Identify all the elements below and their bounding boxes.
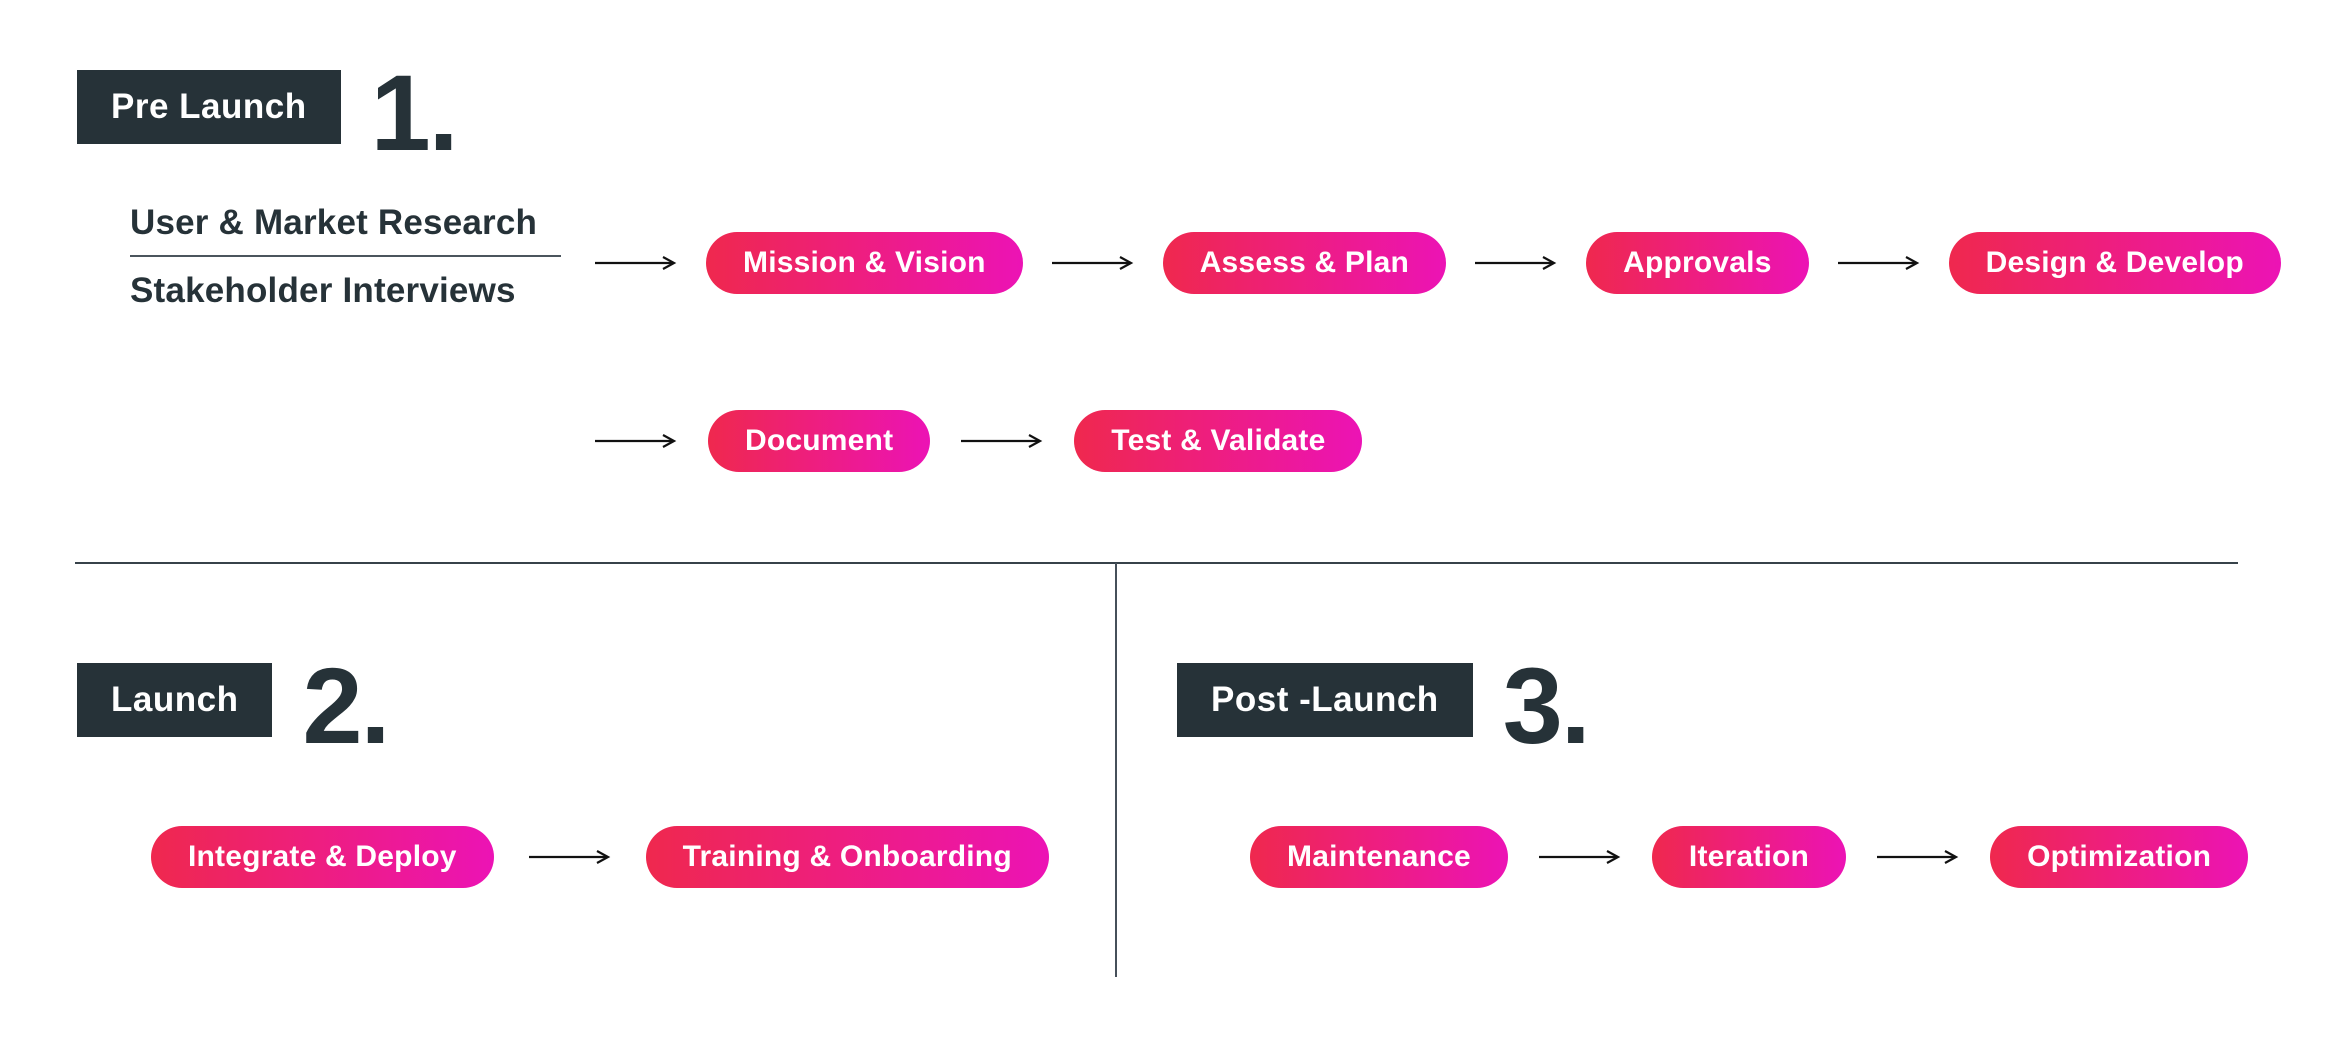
phase-header-launch: Launch 2. bbox=[77, 651, 391, 760]
step-pill-integrate-deploy: Integrate & Deploy bbox=[151, 826, 494, 888]
arrow-right-icon bbox=[594, 432, 678, 450]
phase-badge-pre-launch: Pre Launch bbox=[77, 70, 341, 145]
phase-number-2: 2. bbox=[302, 645, 390, 766]
launch-flow-row: Integrate & Deploy Training & Onboarding bbox=[151, 826, 1049, 888]
section-divider-horizontal bbox=[75, 562, 2238, 564]
research-divider-line bbox=[130, 255, 561, 257]
pre-launch-flow-row-2: Document Test & Validate bbox=[594, 410, 1363, 472]
step-pill-training-onboarding: Training & Onboarding bbox=[645, 826, 1049, 888]
arrow-right-icon bbox=[594, 254, 678, 272]
section-divider-vertical bbox=[1115, 563, 1117, 977]
arrow-right-icon bbox=[1474, 254, 1558, 272]
research-line-stakeholder: Stakeholder Interviews bbox=[130, 271, 516, 310]
phase-badge-launch: Launch bbox=[77, 663, 273, 738]
step-pill-iteration: Iteration bbox=[1651, 826, 1847, 888]
pre-launch-flow-row-1: Mission & Vision Assess & Plan Approvals… bbox=[594, 232, 2281, 294]
research-block: User & Market Research Stakeholder Inter… bbox=[130, 203, 561, 311]
step-pill-assess-plan: Assess & Plan bbox=[1162, 232, 1447, 294]
phase-number-3: 3. bbox=[1502, 645, 1591, 766]
arrow-right-icon bbox=[528, 848, 612, 866]
arrow-right-icon bbox=[1538, 848, 1622, 866]
arrow-right-icon bbox=[960, 432, 1044, 450]
step-pill-approvals: Approvals bbox=[1586, 232, 1809, 294]
step-pill-maintenance: Maintenance bbox=[1250, 826, 1508, 888]
step-pill-test-validate: Test & Validate bbox=[1074, 410, 1363, 472]
phase-number-1: 1. bbox=[370, 52, 459, 173]
arrow-right-icon bbox=[1051, 254, 1135, 272]
step-pill-document: Document bbox=[708, 410, 931, 472]
phase-header-pre-launch: Pre Launch 1. bbox=[77, 58, 459, 167]
step-pill-design-develop: Design & Develop bbox=[1948, 232, 2281, 294]
post-launch-flow-row: Maintenance Iteration Optimization bbox=[1250, 826, 2249, 888]
step-pill-optimization: Optimization bbox=[1990, 826, 2249, 888]
arrow-right-icon bbox=[1837, 254, 1921, 272]
phase-badge-post-launch: Post -Launch bbox=[1177, 663, 1473, 738]
step-pill-mission-vision: Mission & Vision bbox=[706, 232, 1023, 294]
research-line-user-market: User & Market Research bbox=[130, 203, 538, 242]
arrow-right-icon bbox=[1876, 848, 1960, 866]
phase-header-post-launch: Post -Launch 3. bbox=[1177, 651, 1591, 760]
